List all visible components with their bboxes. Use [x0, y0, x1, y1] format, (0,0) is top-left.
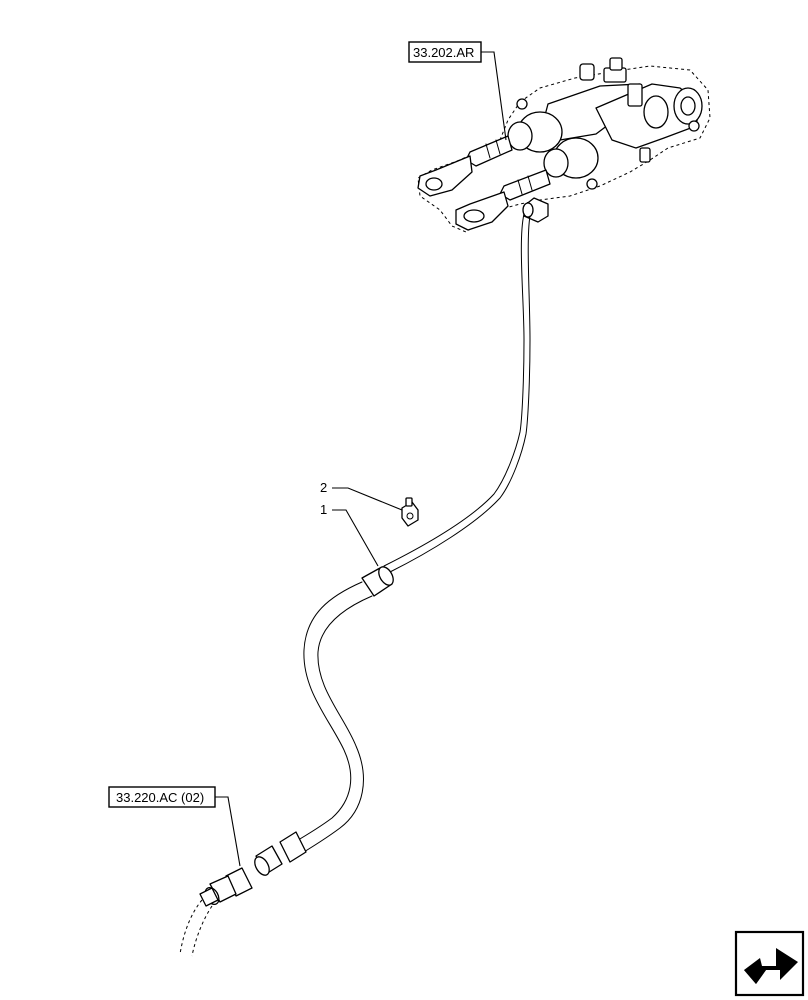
flexible-hose — [254, 566, 394, 876]
rigid-pipe — [383, 213, 531, 573]
quick-coupler — [179, 867, 253, 957]
callout-item-1[interactable]: 1 — [320, 502, 379, 567]
reference-coupler-label: 33.220.AC (02) — [116, 790, 204, 805]
next-page-arrow-icon[interactable] — [734, 930, 805, 997]
callout-item-2[interactable]: 2 — [320, 480, 403, 511]
control-valve-assembly — [417, 57, 711, 233]
reference-valve[interactable]: 33.202.AR — [408, 41, 507, 141]
reference-valve-label: 33.202.AR — [413, 45, 474, 60]
callout-1-number: 1 — [320, 502, 327, 517]
reference-coupler[interactable]: 33.220.AC (02) — [108, 786, 241, 867]
callout-2-number: 2 — [320, 480, 327, 495]
pipe-clip — [401, 497, 419, 527]
